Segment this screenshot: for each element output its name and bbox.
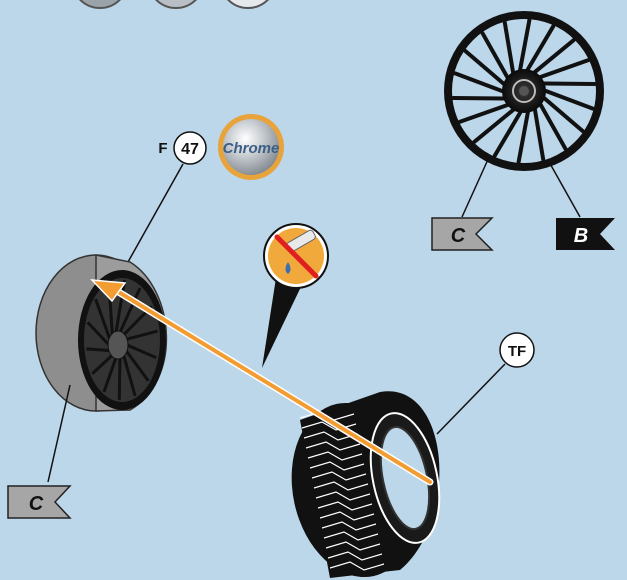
callout-number: TF [508, 343, 526, 360]
paint-swatch-chrome: Chrome [218, 114, 284, 180]
callout-number: 47 [181, 141, 199, 158]
top-partial-parts [72, 0, 276, 8]
wheel-front-view [444, 11, 604, 171]
flag-label: C [29, 493, 44, 515]
flag-label: B [574, 225, 588, 247]
callout-prefix: F [158, 140, 167, 157]
flag-wheel-front: C [432, 218, 492, 250]
flag-label: C [451, 225, 466, 247]
callout-part-47: F 47 [158, 132, 206, 164]
rim-side-view [36, 255, 166, 411]
callout-part-tf: TF [500, 333, 534, 367]
no-glue-icon [262, 224, 328, 368]
flag-wheel-back: B [556, 218, 615, 250]
flag-rim: C [8, 486, 70, 518]
paint-name: Chrome [223, 140, 280, 157]
tire [276, 391, 450, 580]
